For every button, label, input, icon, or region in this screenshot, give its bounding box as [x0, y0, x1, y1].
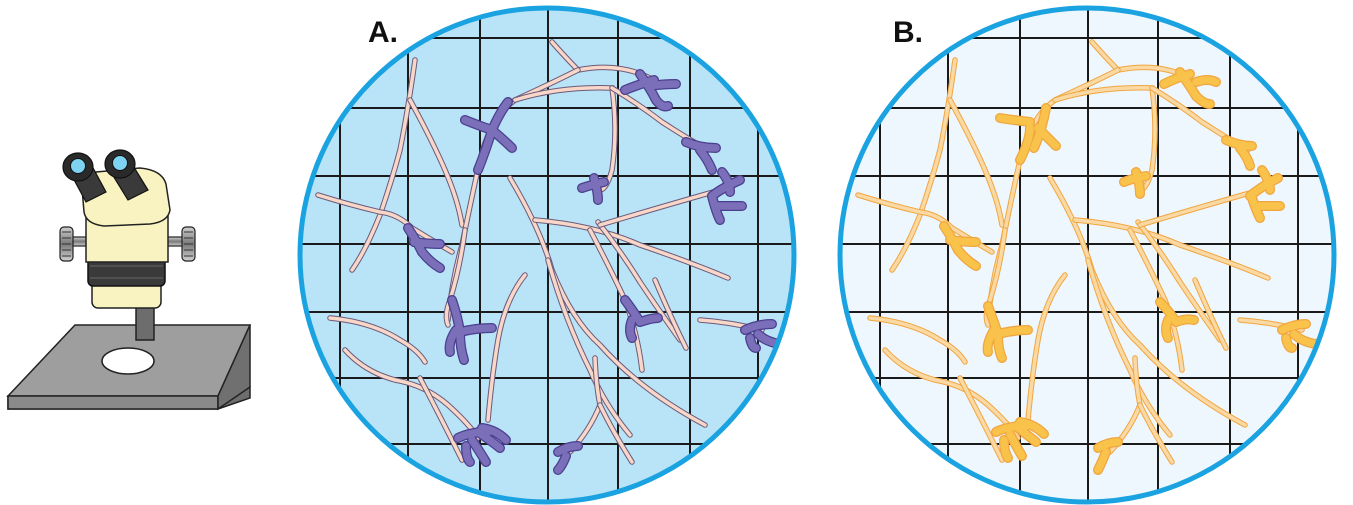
- hypha: [417, 375, 465, 463]
- hypha: [595, 219, 683, 343]
- microscope-base-right: [217, 324, 251, 411]
- hypha: [1052, 85, 1158, 193]
- branch-cluster: [553, 441, 583, 475]
- microscope-base-front: [7, 395, 219, 410]
- stage-opening: [101, 347, 155, 375]
- focus-knob-right: [181, 226, 196, 262]
- branch-cluster: [982, 301, 1033, 363]
- branch-cluster: [1245, 165, 1285, 223]
- branch-cluster: [1155, 297, 1199, 343]
- branches-a: [403, 69, 785, 475]
- field-rim-b: [837, 5, 1337, 505]
- hypha: [1025, 272, 1068, 423]
- branch-cluster: [707, 167, 747, 225]
- branch-cluster: [1221, 135, 1257, 171]
- branch-cluster: [1277, 319, 1321, 353]
- branch-cluster: [939, 221, 981, 271]
- hypha: [597, 402, 635, 465]
- hypha: [957, 375, 1005, 463]
- branch-cluster: [995, 103, 1061, 165]
- hypha: [1137, 187, 1263, 228]
- branch-cluster: [1159, 67, 1221, 109]
- hypha: [1085, 257, 1173, 438]
- field-of-view-b: B.: [837, 5, 1337, 505]
- branch-cluster: [444, 295, 497, 365]
- hypha: [507, 175, 708, 428]
- stereo-microscope-illustration: [6, 149, 252, 411]
- hypha: [1047, 175, 1248, 428]
- branch-cluster: [460, 97, 517, 175]
- hypha: [407, 97, 465, 228]
- hypha: [327, 315, 428, 365]
- hypha: [867, 315, 968, 365]
- eyepiece-lens-left: [70, 158, 86, 174]
- branch-cluster: [620, 69, 681, 112]
- hypha: [1137, 402, 1175, 465]
- field-rim-a: [297, 5, 797, 505]
- eyepiece-lens-right: [112, 155, 128, 171]
- panel-label-b: B.: [893, 16, 923, 49]
- branch-cluster: [403, 223, 445, 273]
- hypha: [532, 217, 731, 281]
- branch-cluster: [453, 423, 511, 467]
- focus-knob-left: [59, 226, 74, 262]
- hypha: [1135, 219, 1223, 343]
- branch-cluster: [991, 417, 1049, 463]
- eyepiece-right: [104, 149, 149, 201]
- hypha: [1192, 277, 1229, 351]
- eyepiece-left: [62, 152, 107, 203]
- hypha: [947, 97, 1005, 228]
- hypha: [485, 272, 528, 423]
- field-of-view-a: A.: [297, 5, 797, 505]
- branch-cluster: [1093, 437, 1123, 475]
- hypha: [652, 277, 689, 351]
- hypha: [597, 187, 723, 228]
- hypha: [1072, 217, 1271, 281]
- branch-cluster: [1119, 167, 1151, 199]
- hypha: [545, 257, 633, 438]
- branches-b: [939, 67, 1321, 475]
- branch-cluster: [577, 173, 609, 205]
- panel-label-a: A.: [368, 16, 398, 49]
- branch-cluster: [681, 137, 721, 175]
- hypha: [983, 227, 1008, 328]
- branch-cluster: [620, 295, 663, 343]
